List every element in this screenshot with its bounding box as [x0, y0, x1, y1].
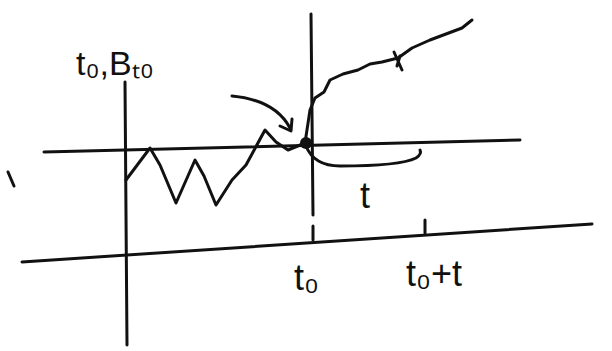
stroke-fragment: [8, 172, 14, 186]
path-before: [126, 130, 305, 205]
time-marker-line: [311, 14, 313, 215]
pointer-head: [280, 119, 292, 131]
vertical-axis: [125, 82, 127, 345]
tick-mark: [424, 220, 427, 233]
point-label: t₀,Bₜ₀: [76, 46, 154, 80]
path-after: [305, 20, 472, 143]
cross-mark: [394, 52, 402, 70]
interval-label: t: [360, 178, 370, 214]
pointer-arrow: [232, 96, 290, 128]
tick-mark: [312, 226, 315, 240]
axis-label: t₀: [294, 260, 319, 296]
time-axis: [22, 224, 592, 262]
interval-bracket: [306, 146, 421, 166]
axis-label: t₀+t: [406, 256, 462, 292]
